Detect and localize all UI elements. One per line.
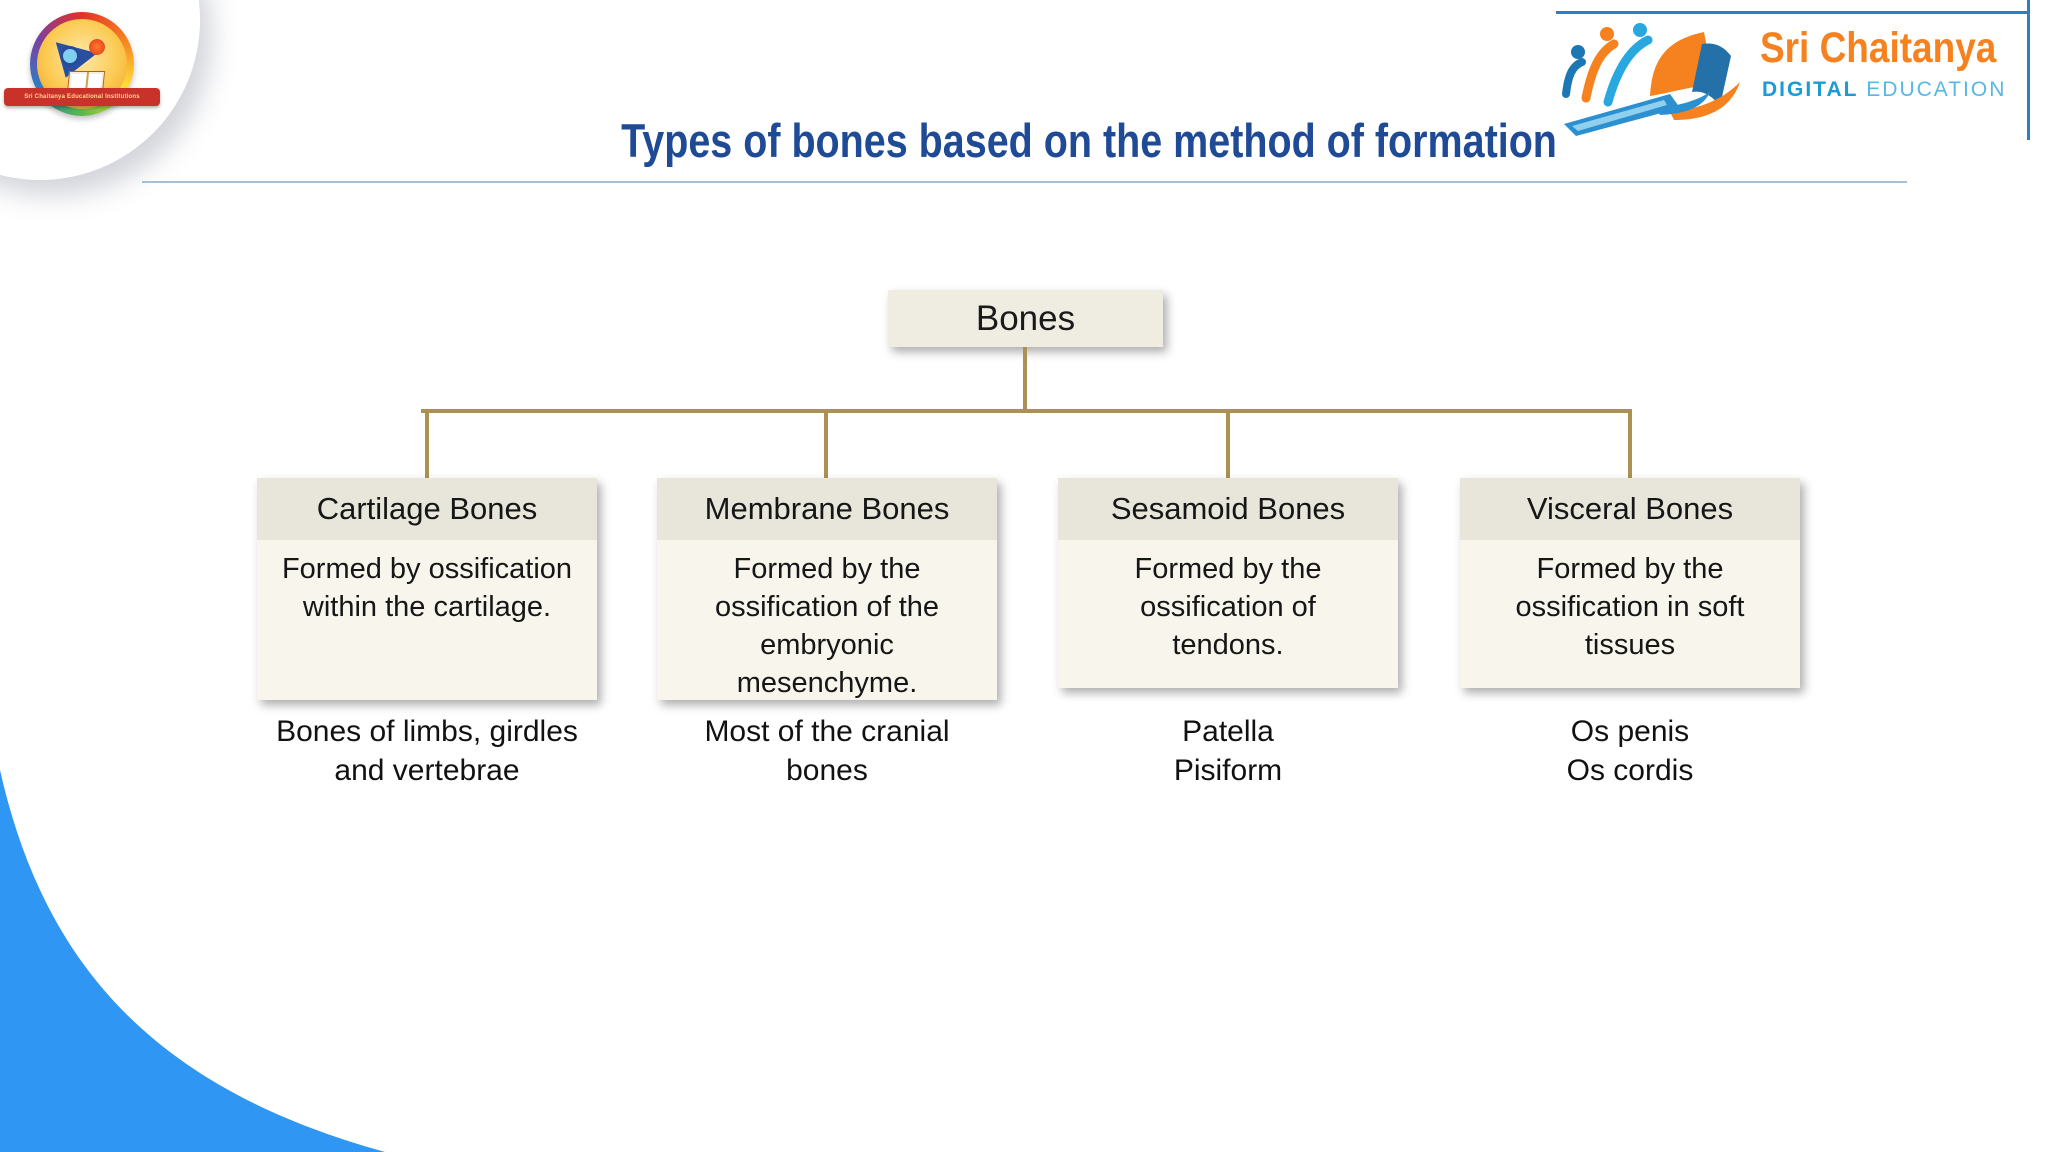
- frame-line-vertical: [2027, 0, 2030, 140]
- branch-description: Formed by ossification within the cartil…: [281, 553, 573, 623]
- root-node-bones: Bones: [888, 290, 1163, 347]
- connector-drop-4: [1628, 411, 1632, 478]
- branch-title: Sesamoid Bones: [1058, 478, 1398, 540]
- branch-node-membrane: Membrane Bones Formed by the ossificatio…: [657, 478, 997, 700]
- branch-node-sesamoid: Sesamoid Bones Formed by the ossificatio…: [1058, 478, 1398, 688]
- root-node-label: Bones: [975, 298, 1076, 338]
- peacock-eye-icon: [60, 46, 81, 66]
- connector-root-drop: [1023, 347, 1027, 412]
- branch-examples-cartilage: Bones of limbs, girdles and vertebrae: [276, 715, 578, 787]
- connector-horizontal-rail: [421, 409, 1632, 413]
- frame-line-horizontal: [1556, 11, 2030, 14]
- branch-title: Cartilage Bones: [257, 478, 597, 540]
- brand-name: Sri Chaitanya: [1760, 24, 1997, 72]
- brand-subtitle-education: EDUCATION: [1866, 78, 2007, 101]
- branch-node-visceral: Visceral Bones Formed by the ossificatio…: [1460, 478, 1800, 688]
- title-divider: [142, 181, 1907, 183]
- branch-examples-sesamoid: Patella Pisiform: [1173, 715, 1283, 787]
- branch-examples-membrane: Most of the cranial bones: [704, 715, 950, 787]
- brand-subtitle: DIGITAL EDUCATION: [1762, 78, 2048, 102]
- brand-book-people-icon: [1562, 23, 1740, 136]
- bottom-left-wave-shape: [0, 770, 385, 1152]
- branch-title: Visceral Bones: [1460, 478, 1800, 540]
- branch-description: Formed by the ossification of tendons.: [1134, 553, 1322, 661]
- emblem-ribbon: Sri Chaitanya Educational Institutions: [4, 88, 160, 106]
- branch-title: Membrane Bones: [657, 478, 997, 540]
- school-emblem-logo: [30, 12, 134, 116]
- branch-description: Formed by the ossification of the embryo…: [714, 553, 940, 699]
- branch-node-cartilage: Cartilage Bones Formed by ossification w…: [257, 478, 597, 700]
- branch-description: Formed by the ossification in soft tissu…: [1515, 553, 1745, 661]
- page-title: Types of bones based on the method of fo…: [621, 114, 1557, 167]
- connector-drop-3: [1226, 411, 1230, 478]
- brand-subtitle-digital: DIGITAL: [1762, 78, 1859, 101]
- connector-drop-1: [425, 411, 429, 478]
- connector-drop-2: [824, 411, 828, 478]
- sun-icon: [89, 38, 106, 55]
- branch-examples-visceral: Os penis Os cordis: [1566, 715, 1694, 787]
